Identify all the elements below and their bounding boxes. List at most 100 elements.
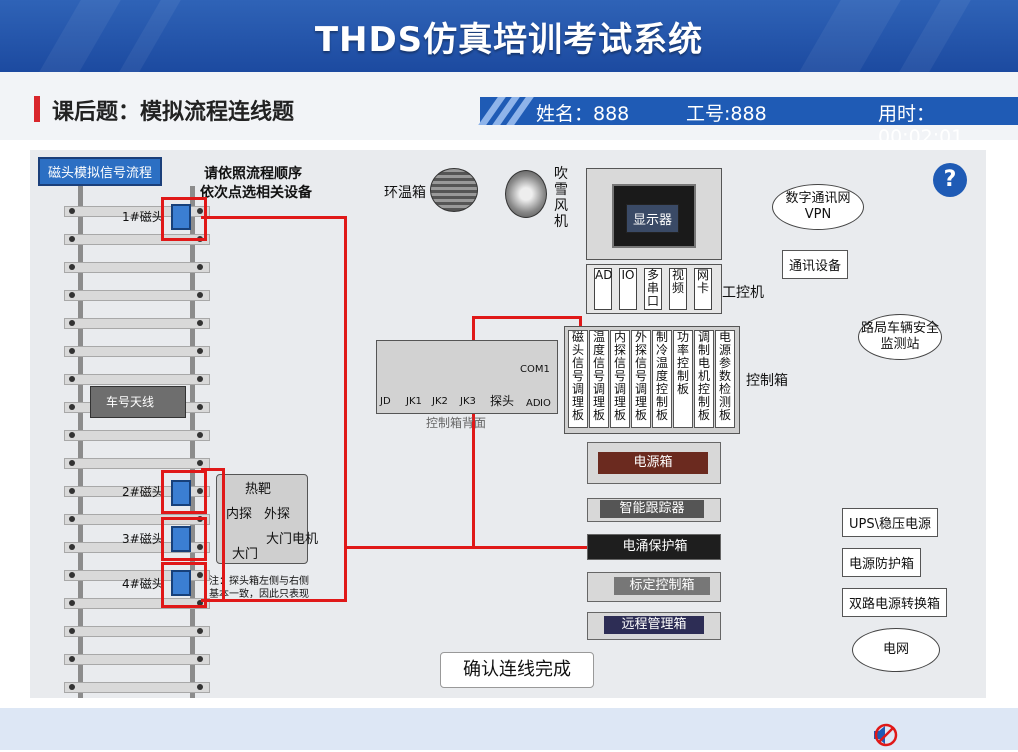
ipc-label: 工控机	[722, 285, 764, 301]
antenna-device[interactable]	[90, 386, 186, 418]
power-protect-box[interactable]: 电源防护箱	[842, 548, 922, 577]
back-port-label: COM1	[520, 364, 550, 375]
magnet3-highlight	[161, 517, 207, 561]
rail-bolt	[69, 460, 75, 466]
note-line1: 注：探头箱左侧与右侧	[209, 576, 309, 587]
title-accent-bar	[34, 96, 40, 122]
rail-bolt	[197, 544, 203, 550]
control-board[interactable]: 制冷温度控制板	[652, 330, 672, 428]
ipc-slot[interactable]: IO	[619, 268, 637, 310]
magnet4-device[interactable]	[171, 570, 191, 596]
rail-sleeper	[64, 514, 210, 525]
flow-label: 磁头模拟信号流程	[38, 157, 163, 186]
help-icon[interactable]: ?	[933, 163, 967, 197]
rail-bolt	[69, 572, 75, 578]
monitor-label: 显示器	[626, 204, 680, 233]
antenna-label: 车号天线	[106, 395, 155, 409]
thermo-box-device[interactable]	[430, 168, 478, 212]
tracker-label: 智能跟踪器	[600, 500, 704, 518]
inner-probe-label[interactable]: 内探	[226, 507, 253, 522]
thermo-box-label: 环温箱	[384, 185, 426, 201]
wire-segment	[201, 468, 225, 471]
snow-fan-device[interactable]	[505, 170, 547, 218]
rail-sleeper	[64, 318, 210, 329]
rail-bolt	[69, 432, 75, 438]
confirm-button[interactable]: 确认连线完成	[440, 652, 594, 688]
rail-bolt	[69, 292, 75, 298]
gate-motor-label[interactable]: 大门电机	[266, 532, 319, 547]
gate-label[interactable]: 大门	[232, 547, 259, 562]
control-board[interactable]: 功率控制板	[673, 330, 693, 428]
wire-segment	[472, 316, 582, 319]
rail-bolt	[197, 264, 203, 270]
wire-segment	[579, 316, 582, 330]
surge-box-label: 电涌保护箱	[622, 539, 688, 554]
rail-sleeper	[64, 542, 210, 553]
rail-sleeper	[64, 346, 210, 357]
info-bar	[478, 97, 1018, 125]
magnet3-device[interactable]	[171, 526, 191, 552]
user-name: 姓名：888	[536, 103, 630, 125]
magnet3-label: 3#磁头	[122, 532, 164, 546]
control-board[interactable]: 内探信号调理板	[610, 330, 630, 428]
rail-bolt	[69, 656, 75, 662]
rail-bolt	[69, 208, 75, 214]
sound-off-icon[interactable]	[868, 722, 898, 748]
hot-rail-label: 热靶	[245, 482, 272, 497]
app-title: THDS仿真培训考试系统	[314, 20, 704, 60]
rail-bolt	[197, 320, 203, 326]
ipc-slot[interactable]: 网卡	[694, 268, 712, 310]
rail-sleeper	[64, 598, 210, 609]
magnet2-device[interactable]	[171, 480, 191, 506]
rail-sleeper	[64, 682, 210, 693]
back-port-label: 探头	[490, 394, 515, 408]
monitoring-station[interactable]: 路局车辆安全监测站	[858, 314, 942, 360]
rail-bolt	[197, 684, 203, 690]
control-board[interactable]: 调制电机控制板	[694, 330, 714, 428]
wire-segment	[347, 546, 587, 549]
control-board[interactable]: 电源参数检测板	[715, 330, 735, 428]
rail-bolt	[69, 544, 75, 550]
back-port-label: JD	[380, 396, 391, 407]
rail-sleeper	[64, 290, 210, 301]
rail-bolt	[197, 460, 203, 466]
vpn-network[interactable]: 数字通讯网VPN	[772, 184, 864, 230]
rail-bolt	[197, 572, 203, 578]
surge-box[interactable]	[587, 534, 721, 560]
rail-bolt	[197, 376, 203, 382]
rail-bolt	[197, 432, 203, 438]
control-board[interactable]: 温度信号调理板	[589, 330, 609, 428]
rail-sleeper	[64, 654, 210, 665]
magnet1-device[interactable]	[171, 204, 191, 230]
power-grid[interactable]: 电网	[852, 628, 940, 672]
rail-bolt	[197, 208, 203, 214]
probe-box[interactable]	[216, 474, 308, 564]
rail-bolt	[69, 320, 75, 326]
rail-left	[78, 186, 83, 698]
ups-device[interactable]: UPS\稳压电源	[842, 508, 938, 537]
ipc-slot[interactable]: AD	[594, 268, 612, 310]
rail-sleeper	[64, 262, 210, 273]
control-box-back-panel[interactable]	[376, 340, 558, 414]
dual-power-box[interactable]: 双路电源转换箱	[842, 588, 948, 617]
rail-bolt	[197, 292, 203, 298]
wire-segment	[472, 316, 475, 546]
footer	[0, 708, 1018, 750]
rail-bolt	[69, 684, 75, 690]
wire-segment	[222, 468, 225, 602]
comm-device[interactable]: 通讯设备	[782, 250, 849, 279]
control-board[interactable]: 外探信号调理板	[631, 330, 651, 428]
back-port-label: JK1	[406, 396, 422, 407]
control-board[interactable]: 磁头信号调理板	[568, 330, 588, 428]
rail-bolt	[197, 600, 203, 606]
ipc-slot[interactable]: 多串口	[644, 268, 662, 310]
ipc-slot[interactable]: 视频	[669, 268, 687, 310]
magnet4-highlight	[161, 562, 207, 608]
instruction-line1: 请依照流程顺序	[204, 166, 302, 182]
outer-probe-label[interactable]: 外探	[264, 507, 291, 522]
back-port-label: IO	[540, 398, 551, 409]
rail-bolt	[197, 628, 203, 634]
power-box-label: 电源箱	[598, 452, 708, 474]
rail-sleeper	[64, 570, 210, 581]
rail-bolt	[69, 404, 75, 410]
